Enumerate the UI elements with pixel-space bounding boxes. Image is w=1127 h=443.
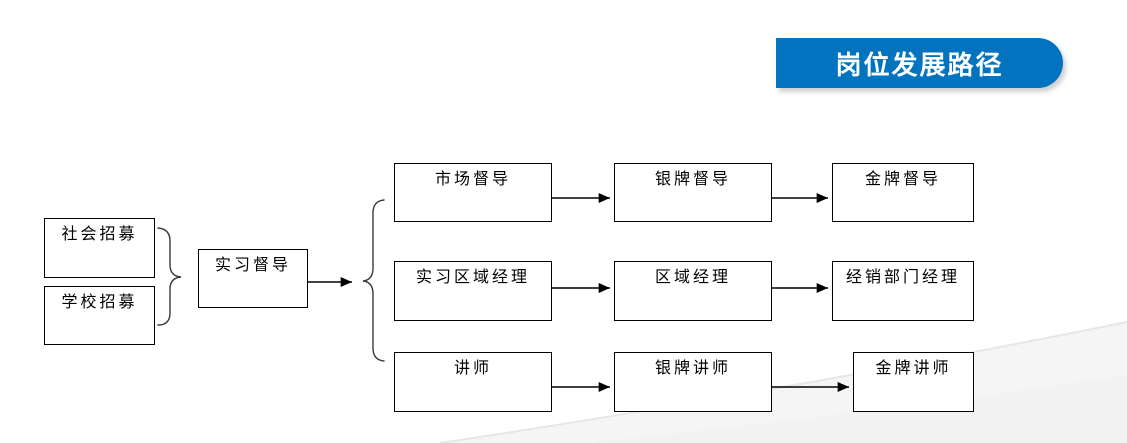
node-label: 社会招募 [61, 226, 138, 243]
node-market-supervisor: 市场督导 [394, 163, 552, 222]
node-label: 区域经理 [654, 269, 731, 286]
page-title-banner: 岗位发展路径 [776, 38, 1063, 88]
node-gold-supervisor: 金牌督导 [832, 163, 974, 222]
node-regional-manager: 区域经理 [614, 261, 772, 321]
node-gold-lecturer: 金牌讲师 [853, 352, 974, 412]
brace-right-icon [157, 227, 182, 326]
node-label: 银牌讲师 [654, 360, 731, 377]
node-label: 讲师 [453, 360, 492, 377]
node-intern-regional-manager: 实习区域经理 [394, 261, 552, 321]
node-label: 金牌督导 [864, 171, 941, 188]
node-social-recruitment: 社会招募 [44, 218, 155, 278]
node-silver-lecturer: 银牌讲师 [614, 352, 772, 412]
node-label: 银牌督导 [654, 171, 731, 188]
node-label: 经销部门经理 [845, 269, 960, 286]
node-silver-supervisor: 银牌督导 [614, 163, 772, 222]
node-distribution-dept-manager: 经销部门经理 [832, 261, 974, 321]
brace-left-icon [362, 199, 385, 362]
node-lecturer: 讲师 [394, 352, 552, 412]
node-label: 实习督导 [214, 257, 291, 274]
node-label: 学校招募 [61, 294, 138, 311]
node-label: 市场督导 [434, 171, 511, 188]
node-label: 实习区域经理 [415, 269, 530, 286]
node-intern-supervisor: 实习督导 [198, 249, 308, 308]
node-label: 金牌讲师 [875, 360, 952, 377]
node-school-recruitment: 学校招募 [44, 286, 155, 345]
page-title: 岗位发展路径 [835, 49, 1004, 80]
